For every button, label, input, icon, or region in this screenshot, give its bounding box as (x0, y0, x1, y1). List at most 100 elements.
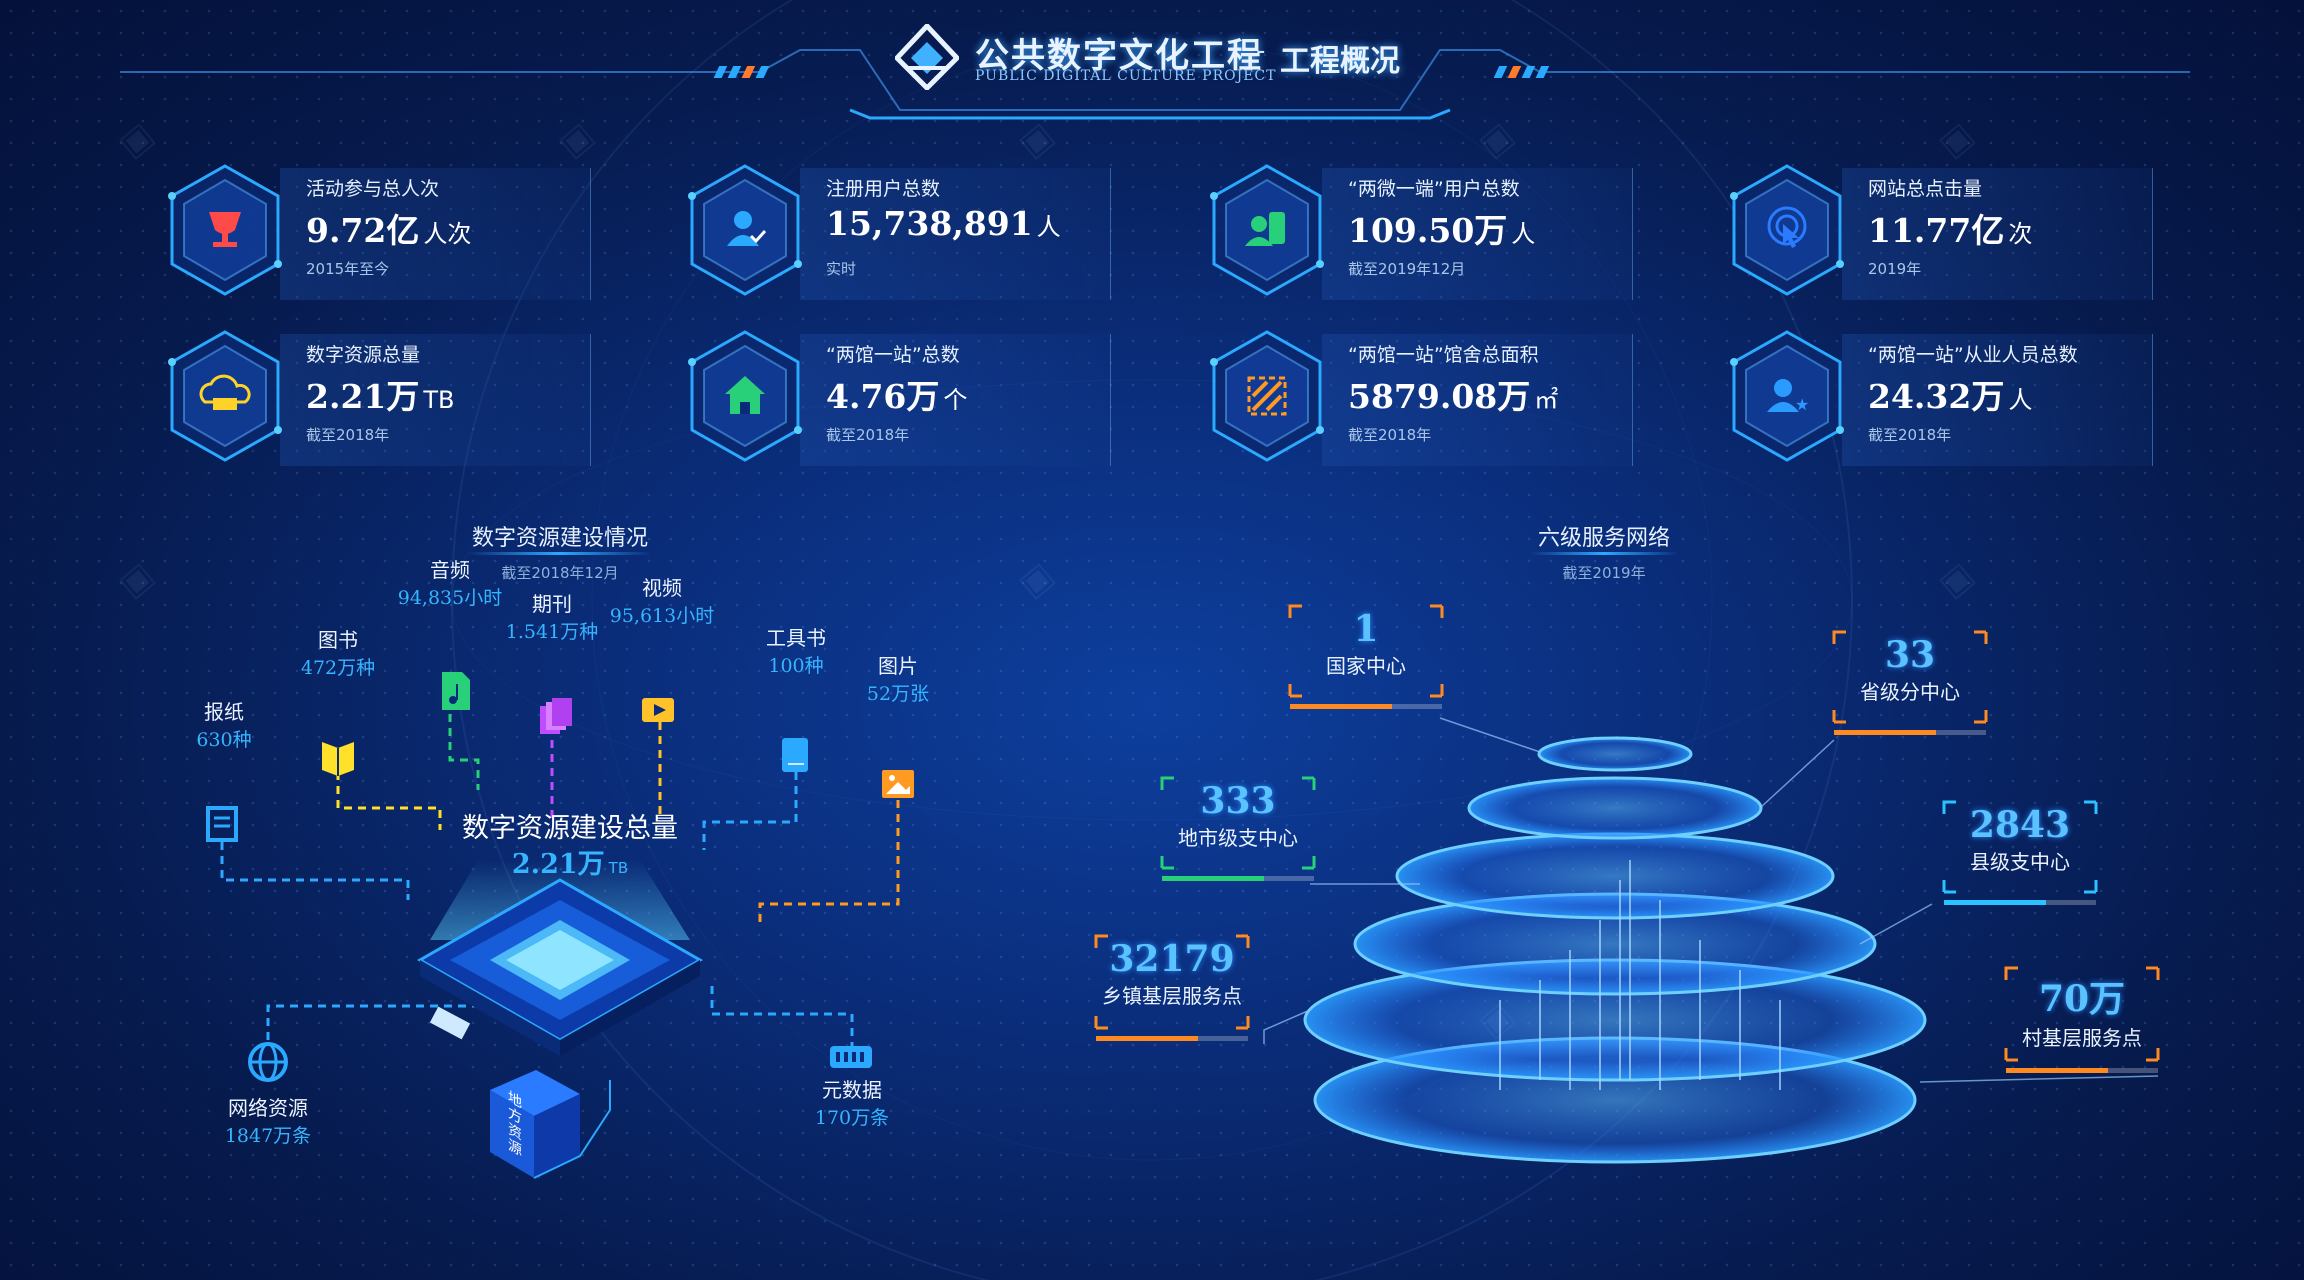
network-section-subtitle: 截至2019年 (1562, 564, 1646, 582)
stat-label: “两馆一站”从业人员总数 (1868, 344, 2078, 366)
resource-item: 图片 52万张 (808, 650, 988, 706)
resource-label: 视频 (642, 576, 682, 600)
newspaper-icon (206, 806, 238, 842)
network-level-label: 省级分中心 (1860, 680, 1960, 704)
stat-card: ★ “两馆一站”从业人员总数 24.32万人 截至2018年 (1722, 326, 2153, 466)
resource-label: 元数据 (822, 1078, 882, 1102)
svg-text:★: ★ (1795, 395, 1809, 414)
network-level: 2843 县级支中心 (1944, 804, 2096, 875)
stat-number: 15,738,891 (826, 204, 1033, 243)
staff-icon: ★ (1767, 379, 1809, 414)
header-frame (120, 49, 2190, 120)
stat-card-panel (280, 334, 591, 466)
stat-unit: 人 (1511, 220, 1536, 248)
stat-value: 109.50万人 (1348, 204, 1535, 252)
stat-note: 2019年 (1868, 260, 1922, 278)
resources-total-number: 2.21万 (511, 849, 605, 880)
resource-item: 网络资源 1847万条 (178, 1092, 358, 1148)
stat-unit: ㎡ (1534, 386, 1559, 414)
network-section-title: 六级服务网络 (1537, 526, 1670, 551)
stat-hex-frame (168, 164, 282, 296)
stat-value: 11.77亿次 (1868, 204, 2032, 252)
stat-note: 截至2018年 (1348, 426, 1432, 444)
network-level: 333 地市级支中心 (1162, 780, 1314, 851)
resource-item: 报纸 630种 (134, 696, 314, 752)
stat-number: 2.21万 (306, 377, 420, 416)
resource-value: 630种 (196, 729, 252, 751)
stat-value: 24.32万人 (1868, 370, 2032, 418)
server-graphic (490, 1070, 611, 1179)
stat-number: 5879.08万 (1348, 377, 1531, 416)
stat-note: 实时 (826, 260, 857, 278)
resource-item: 工具书 100种 (706, 622, 886, 678)
network-level-count: 2843 (1969, 804, 2071, 846)
stat-label: “两馆一站”总数 (826, 344, 960, 366)
network-level-count: 32179 (1109, 938, 1235, 980)
book-icon (322, 742, 354, 776)
resources-title-underline (466, 552, 652, 555)
image-icon (882, 770, 914, 798)
stat-value: 9.72亿人次 (306, 204, 471, 252)
stat-card-panel (280, 168, 591, 300)
resource-label: 期刊 (532, 592, 572, 616)
click-icon (1767, 206, 1807, 248)
stat-hex-frame (1210, 164, 1324, 296)
page-title: 公共数字文化工程 (975, 36, 1263, 76)
stat-value: 4.76万个 (826, 370, 967, 418)
resource-label: 音频 (430, 558, 470, 582)
stat-card: “两微一端”用户总数 109.50万人 截至2019年12月 (1202, 160, 1633, 300)
house-icon (725, 376, 765, 414)
stat-note: 2015年至今 (306, 260, 390, 278)
stat-hex-frame (1730, 164, 1844, 296)
network-level-label: 地市级支中心 (1178, 826, 1298, 850)
resource-value: 95,613小时 (609, 605, 715, 627)
network-level-count: 70万 (2038, 978, 2126, 1020)
stat-unit: TB (423, 386, 455, 414)
network-level: 1 国家中心 (1290, 608, 1442, 679)
resources-total-label: 数字资源建设总量 (462, 813, 678, 844)
area-icon (1247, 376, 1287, 416)
resources-section-title: 数字资源建设情况 (471, 526, 648, 551)
stat-label: “两馆一站”馆舍总面积 (1348, 344, 1539, 366)
stat-number: 9.72亿 (306, 211, 420, 250)
stat-label: 活动参与总人次 (306, 178, 440, 200)
trophy-icon (209, 212, 241, 247)
resource-item: 音频 94,835小时 (360, 554, 540, 610)
resource-value: 100种 (768, 655, 824, 677)
stat-label: 注册用户总数 (826, 178, 941, 200)
resource-label: 工具书 (766, 626, 826, 650)
network-level-label: 乡镇基层服务点 (1102, 984, 1242, 1008)
stat-card-panel (1322, 168, 1633, 300)
stat-hex-frame: ★ (1730, 330, 1844, 462)
resources-total-unit: TB (608, 859, 629, 877)
stat-hex-frame (168, 330, 282, 462)
stat-card-panel (800, 334, 1111, 466)
network-level-count: 33 (1884, 634, 1936, 676)
network-level: 32179 乡镇基层服务点 (1096, 938, 1248, 1009)
stat-label: 数字资源总量 (306, 344, 421, 366)
resource-value: 52万张 (866, 683, 930, 705)
network-title-underline (1530, 552, 1678, 555)
resource-value: 94,835小时 (397, 587, 503, 609)
network-level-count: 333 (1200, 780, 1276, 822)
globe-icon (248, 1042, 288, 1082)
stat-card-panel (1842, 168, 2153, 300)
stat-note: 截至2018年 (1868, 426, 1952, 444)
resource-item: 图书 472万种 (248, 624, 428, 680)
resource-item: 元数据 170万条 (762, 1074, 942, 1130)
resource-label: 报纸 (204, 700, 244, 724)
stat-card-panel (800, 168, 1111, 300)
stat-card-panel (1842, 334, 2153, 466)
network-level: 70万 村基层服务点 (2006, 970, 2158, 1051)
resource-label: 图片 (878, 654, 918, 678)
header: 公共数字文化工程 PUBLIC DIGITAL CULTURE PROJECT … (0, 0, 2304, 120)
stat-card-panel (1322, 334, 1633, 466)
stat-hex-frame (688, 164, 802, 296)
stat-card: 网站总点击量 11.77亿次 2019年 (1722, 160, 2153, 300)
